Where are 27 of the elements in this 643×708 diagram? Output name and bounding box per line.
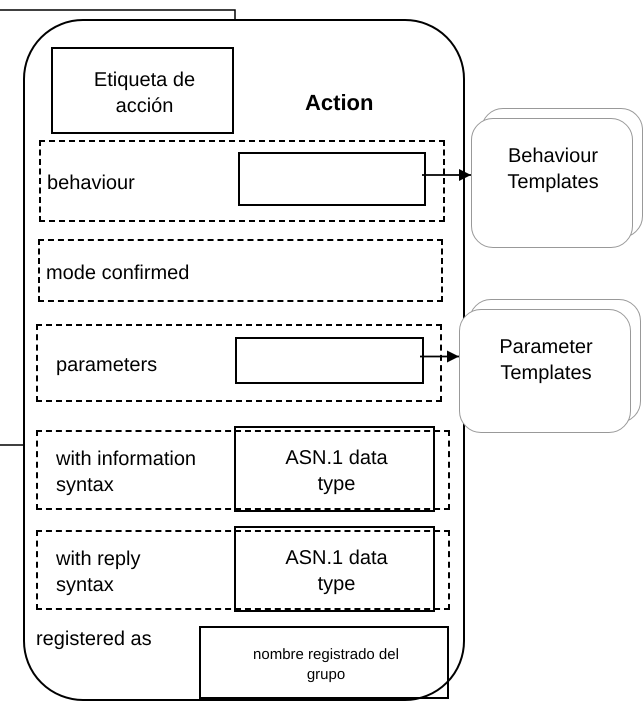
row-label: with information syntax bbox=[56, 447, 198, 498]
value-box bbox=[238, 152, 426, 206]
card-text: Behaviour Templates bbox=[506, 144, 600, 195]
row-label: parameters bbox=[56, 353, 158, 378]
label-box bbox=[51, 47, 234, 134]
template-card bbox=[459, 309, 631, 433]
template-card bbox=[471, 118, 633, 248]
value-box bbox=[234, 526, 435, 612]
arrow bbox=[422, 169, 471, 181]
box-text: ASN.1 data type bbox=[284, 546, 389, 597]
box-text: Etiqueta de acción bbox=[92, 68, 196, 118]
row-label: behaviour bbox=[47, 171, 135, 196]
card-text: Parameter Templates bbox=[498, 335, 594, 386]
dashed-row bbox=[36, 324, 442, 402]
container-box bbox=[23, 19, 465, 701]
dashed-row bbox=[39, 140, 445, 222]
value-box bbox=[235, 337, 424, 384]
box-text: nombre registrado del grupo bbox=[252, 645, 400, 684]
value-box bbox=[199, 626, 449, 699]
box-text: ASN.1 data type bbox=[284, 446, 389, 497]
field-label: registered as bbox=[36, 628, 152, 651]
container-title: Action bbox=[305, 88, 374, 117]
row-label: mode confirmed bbox=[46, 260, 190, 286]
dashed-row bbox=[38, 239, 443, 302]
arrow bbox=[420, 350, 459, 362]
value-box bbox=[234, 426, 435, 512]
row-label: with reply syntax bbox=[56, 547, 142, 598]
